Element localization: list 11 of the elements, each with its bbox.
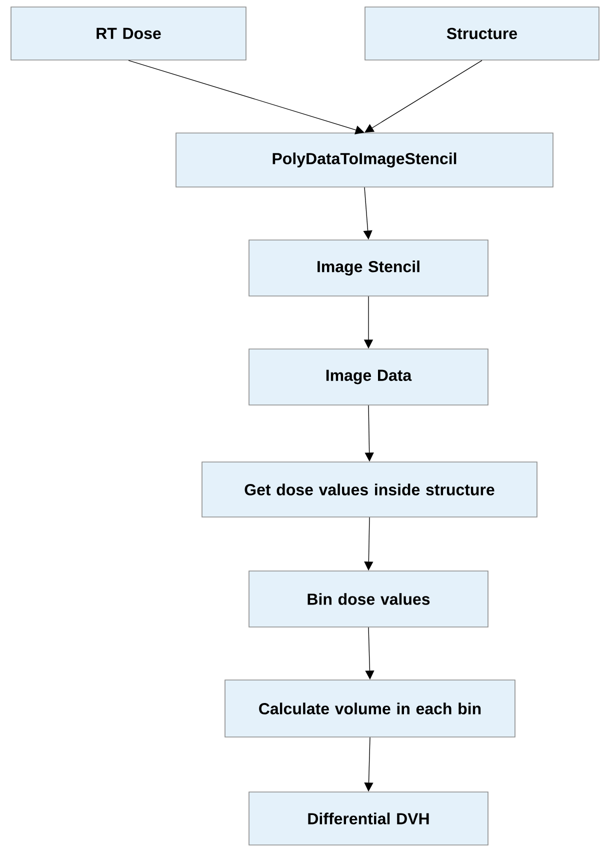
arrow <box>128 60 364 134</box>
process-box: Bin dose values <box>248 570 488 628</box>
arrow <box>364 60 482 133</box>
process-box: Image Stencil <box>248 240 488 296</box>
process-box: Get dose values inside structure <box>202 462 538 518</box>
process-box: RT Dose <box>10 6 246 60</box>
process-box: Differential DVH <box>248 792 488 846</box>
process-box: PolyDataToImageStencil <box>176 132 554 188</box>
process-box: Calculate volume in each bin <box>224 680 516 738</box>
process-box: Image Data <box>248 348 488 406</box>
process-box: Structure <box>364 6 600 60</box>
